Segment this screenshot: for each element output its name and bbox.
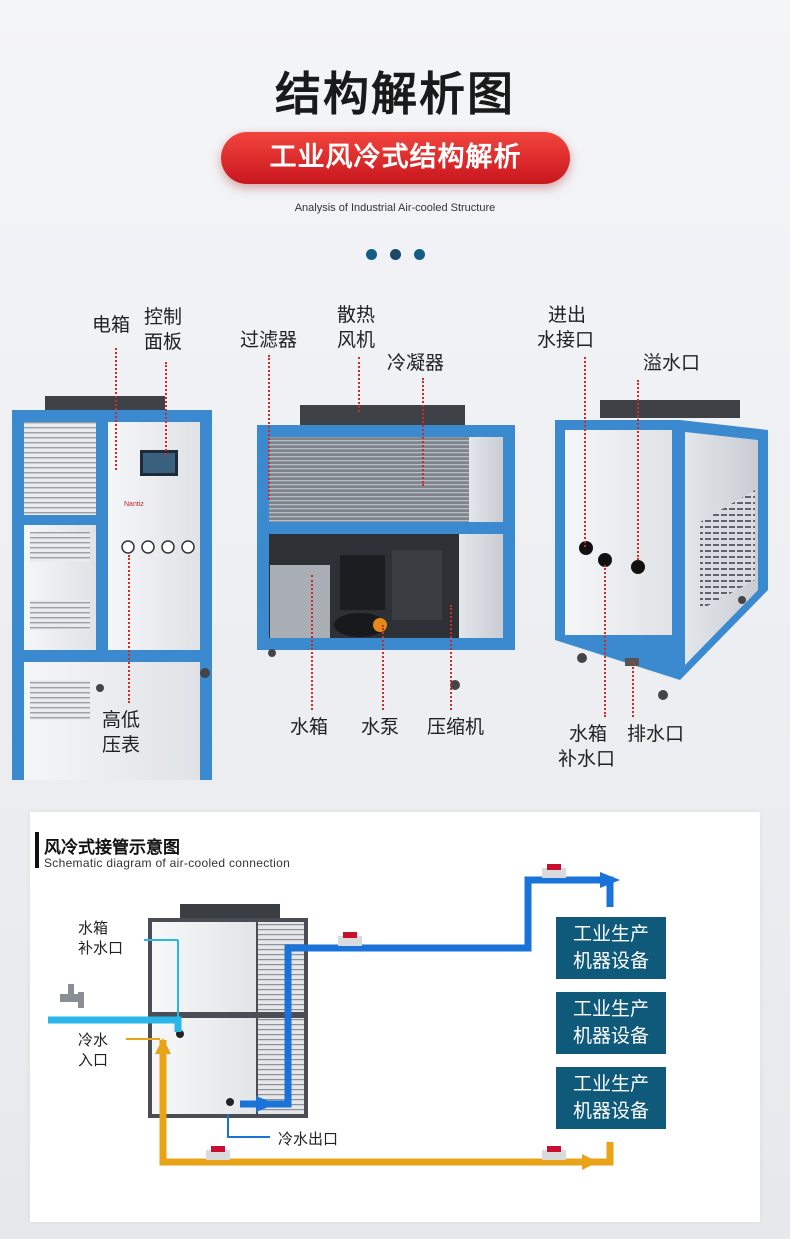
schematic-label-refill-2: 补水口 [78, 939, 124, 957]
arrow-up-icon [155, 1038, 171, 1054]
schematic-subtitle: Schematic diagram of air-cooled connecti… [44, 856, 291, 870]
label-tank-refill-2: 补水口 [558, 748, 616, 770]
leader-line [422, 378, 424, 486]
label-water-tank: 水箱 [290, 716, 329, 738]
arrow-right-icon [600, 872, 620, 888]
pressure-gauge-icon [121, 540, 195, 554]
leader-line [311, 575, 313, 710]
equipment-box-line: 机器设备 [572, 1025, 649, 1047]
schematic-title: 风冷式接管示意图 [44, 838, 180, 858]
label-inlet-outlet-2: 水接口 [537, 329, 595, 351]
leader-line [382, 625, 384, 710]
leader-line [604, 565, 606, 717]
arrow-left-icon [582, 1154, 598, 1170]
chiller-unit-front [12, 396, 212, 780]
page-title: 结构解析图 [275, 67, 515, 121]
section-pill: 工业风冷式结构解析 [221, 132, 570, 184]
leader-line [268, 355, 270, 500]
label-pressure-gauge-1: 高低 [102, 709, 141, 731]
label-fan-2: 风机 [337, 329, 376, 351]
schematic-title-bar [35, 832, 39, 868]
leader-line [115, 348, 117, 470]
valve-icon [206, 864, 566, 1160]
leader-line [128, 555, 130, 703]
schematic-chiller [148, 904, 308, 1118]
label-condenser: 冷凝器 [387, 352, 445, 374]
refill-pipe [48, 1016, 182, 1032]
leader-line [584, 357, 586, 547]
label-electric-box: 电箱 [92, 314, 131, 336]
leader-line [450, 605, 452, 710]
decor-dot [366, 249, 377, 260]
label-fan-1: 散热 [337, 304, 376, 326]
section-subtitle: Analysis of Industrial Air-cooled Struct… [294, 202, 496, 214]
leader-line [165, 362, 167, 455]
label-compressor: 压缩机 [427, 716, 485, 738]
label-overflow: 溢水口 [643, 352, 701, 374]
label-control-panel-2: 面板 [144, 331, 183, 353]
leader-line [358, 357, 360, 412]
leader-line [637, 380, 639, 560]
equipment-box-line: 工业生产 [572, 923, 649, 945]
schematic-label-cold-in-1: 冷水 [78, 1031, 109, 1049]
label-tank-refill-1: 水箱 [569, 723, 608, 745]
equipment-box: 工业生产 机器设备 [556, 1067, 666, 1129]
schematic-label-cold-out: 冷水出口 [278, 1130, 339, 1148]
label-filter: 过滤器 [240, 329, 298, 351]
water-tap-icon [60, 984, 84, 1008]
return-pipe [159, 1040, 614, 1166]
connection-schematic [48, 864, 620, 1170]
schematic-label-refill-1: 水箱 [78, 919, 109, 937]
label-drain: 排水口 [627, 723, 685, 745]
structure-illustration: Nantiz [12, 396, 768, 780]
equipment-box: 工业生产 机器设备 [556, 992, 666, 1054]
label-inlet-outlet-1: 进出 [548, 304, 587, 326]
leader-line [632, 662, 634, 717]
brand-label: Nantiz [124, 501, 144, 508]
decor-dot [390, 249, 401, 260]
schematic-label-cold-in-2: 入口 [78, 1051, 109, 1069]
equipment-box-line: 工业生产 [572, 1073, 649, 1095]
arrow-right-icon [256, 1096, 276, 1112]
chiller-unit-back [555, 400, 768, 700]
decor-dot [414, 249, 425, 260]
label-water-pump: 水泵 [361, 716, 400, 738]
label-pressure-gauge-2: 压表 [102, 734, 141, 756]
label-control-panel-1: 控制 [144, 306, 183, 328]
equipment-box-line: 机器设备 [572, 1100, 649, 1122]
chiller-unit-open [257, 405, 515, 690]
cold-out-leader [227, 1114, 270, 1138]
equipment-box: 工业生产 机器设备 [556, 917, 666, 979]
equipment-box-line: 工业生产 [572, 998, 649, 1020]
water-connector-icon [579, 541, 645, 574]
equipment-box-line: 机器设备 [572, 950, 649, 972]
